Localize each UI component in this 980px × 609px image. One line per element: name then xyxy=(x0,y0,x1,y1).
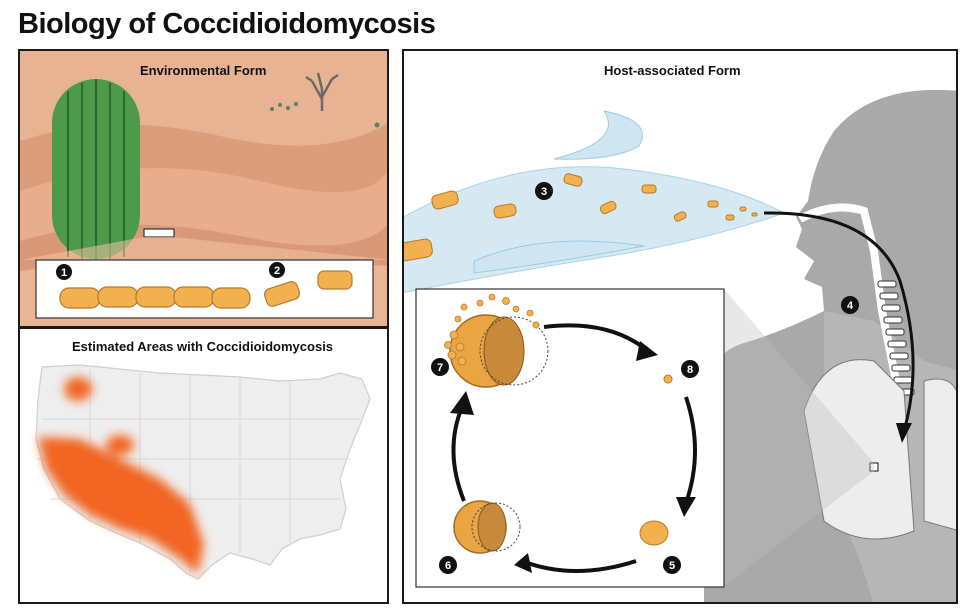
svg-text:1: 1 xyxy=(61,267,67,279)
airborne-spores xyxy=(404,173,758,262)
joshua-tree-icon xyxy=(305,72,339,111)
svg-text:8: 8 xyxy=(687,364,693,376)
us-map xyxy=(35,364,371,580)
alveolus-box xyxy=(869,462,879,472)
step-1-marker: 1 xyxy=(56,264,72,280)
svg-text:6: 6 xyxy=(445,560,451,572)
mature-spherule xyxy=(444,293,549,388)
hyphae-chain xyxy=(59,286,251,309)
step-6-marker: 6 xyxy=(439,556,457,574)
endemic-region xyxy=(38,377,204,574)
desert-scene: 1 2 xyxy=(20,51,387,326)
step-3-marker: 3 xyxy=(535,182,553,200)
air-stream xyxy=(404,110,786,294)
svg-text:2: 2 xyxy=(274,265,280,277)
step-5-marker: 5 xyxy=(663,556,681,574)
map-label: Estimated Areas with Coccidioidomycosis xyxy=(72,339,334,354)
environmental-form-panel: 1 2 Environmental Form xyxy=(18,49,389,328)
step-4-marker: 4 xyxy=(841,296,859,314)
zoom-box xyxy=(143,228,175,238)
lung xyxy=(803,359,915,540)
lifecycle-arrows xyxy=(451,323,697,573)
step-8-marker: 8 xyxy=(681,360,699,378)
arthroconidia xyxy=(264,270,353,307)
inhalation-arrow xyxy=(763,211,915,432)
svg-text:5: 5 xyxy=(669,560,675,572)
shrub-icons xyxy=(270,102,380,128)
cactus-icon xyxy=(52,79,140,259)
young-spherule xyxy=(639,520,669,546)
svg-text:4: 4 xyxy=(847,300,854,312)
step-2-marker: 2 xyxy=(269,262,285,278)
host-form-label: Host-associated Form xyxy=(604,63,741,78)
environmental-form-label: Environmental Form xyxy=(140,63,267,78)
host-scene: 3 4 5 6 7 8 xyxy=(404,89,956,602)
page-title: Biology of Coccidioidomycosis xyxy=(18,8,436,40)
endemic-map-panel: Estimated Areas with Coccidioidomycosis xyxy=(18,327,389,604)
developing-spherule xyxy=(453,500,521,554)
svg-text:7: 7 xyxy=(437,362,443,374)
host-form-panel: 3 4 5 6 7 8 Host-associated Form xyxy=(402,49,958,604)
arrowhead-icon xyxy=(896,423,912,443)
svg-text:3: 3 xyxy=(541,186,547,198)
endospore xyxy=(663,374,673,384)
step-7-marker: 7 xyxy=(431,358,449,376)
lung-right xyxy=(923,378,956,531)
